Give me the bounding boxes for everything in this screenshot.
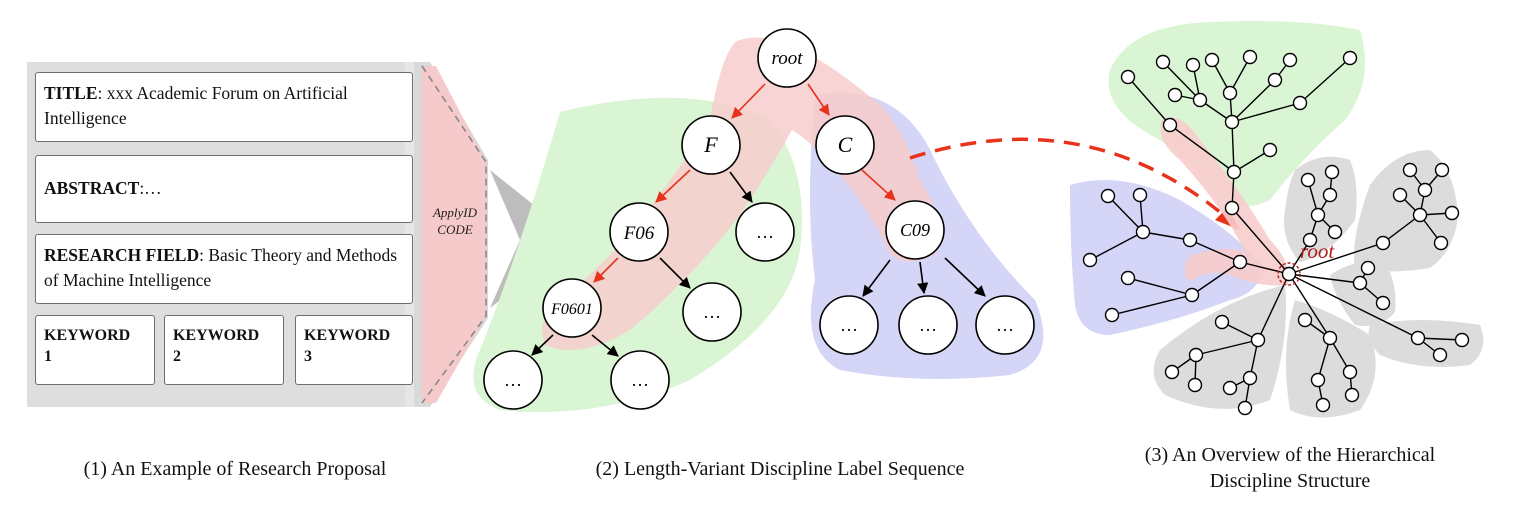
code-label: ApplyID CODE <box>424 205 486 239</box>
label-f: F <box>703 132 718 157</box>
abstract-value: :… <box>139 178 162 198</box>
label-c09-dots-right: … <box>996 315 1014 335</box>
label-f0601: F0601 <box>550 301 593 318</box>
red-highlight-hierarchy <box>1160 117 1289 286</box>
title-value: : xxx Academic Forum on Artificial Intel… <box>44 83 348 129</box>
caption-panel-3: (3) An Overview of the Hierarchical Disc… <box>1080 442 1500 494</box>
label-c09: C09 <box>900 220 930 240</box>
keyword-box-2: KEYWORD 2 <box>164 315 284 385</box>
research-field-value: : Basic Theory and Methods of Machine In… <box>44 245 398 291</box>
node-root <box>757 28 817 88</box>
label-f0601-dots-left: … <box>504 370 522 390</box>
edge-f-dots <box>729 171 753 203</box>
abstract-box: ABSTRACT:… <box>35 155 413 223</box>
edge-f-f06 <box>655 169 691 203</box>
hierarchy-root-label: root <box>1300 239 1335 263</box>
edge-c09-dots-left <box>862 259 891 297</box>
keyword-2-word: KEYWORD <box>173 327 260 344</box>
node-f-dots <box>735 202 795 262</box>
label-f06-dots: … <box>703 302 721 322</box>
gray-region-right-mid <box>1330 261 1396 327</box>
node-f0601-dots-left <box>483 350 543 410</box>
node-c09-dots-left <box>819 295 879 355</box>
code-funnel-red <box>422 66 486 403</box>
title-label: TITLE <box>44 83 98 103</box>
edge-c09-dots-right <box>944 257 986 297</box>
keyword-box-1: KEYWORD 1 <box>35 315 155 385</box>
label-f06: F06 <box>623 223 655 244</box>
title-box: TITLE: xxx Academic Forum on Artificial … <box>35 72 413 142</box>
code-label-line2: CODE <box>437 221 473 237</box>
hierarchy-root-halo <box>1277 262 1301 286</box>
code-funnel-dash <box>421 65 487 404</box>
label-root: root <box>772 48 804 69</box>
edge-f0601-dots-left <box>531 334 554 356</box>
keyword-3-num: 3 <box>304 347 312 365</box>
research-field-box: RESEARCH FIELD: Basic Theory and Methods… <box>35 234 413 304</box>
node-c09-dots-mid <box>898 295 958 355</box>
dashed-red-arrow <box>909 137 1234 224</box>
node-c09 <box>885 200 945 260</box>
label-c: C <box>838 132 853 157</box>
research-field-label: RESEARCH FIELD <box>44 245 200 265</box>
label-c09-dots-left: … <box>840 315 858 335</box>
hierarchy-root-node <box>1281 266 1297 282</box>
edge-f06-f0601 <box>593 257 619 283</box>
keyword-box-3: KEYWORD 3 <box>295 315 413 385</box>
edge-f0601-dots-right <box>591 334 619 357</box>
blue-region-hierarchy <box>1070 180 1265 335</box>
keyword-3-word: KEYWORD <box>304 327 391 344</box>
label-f-dots: … <box>756 222 774 242</box>
keyword-1-num: 1 <box>44 347 52 365</box>
node-f06-dots <box>682 282 742 342</box>
caption-panel-3-line1: (3) An Overview of the Hierarchical <box>1144 444 1436 466</box>
abstract-label: ABSTRACT <box>44 178 140 198</box>
hierarchy-nodes <box>1082 49 1470 416</box>
label-tree-diagram: root F C F06 … C09 F0601 … … … … … … <box>473 28 1240 413</box>
hierarchy-diagram: root <box>1070 21 1484 418</box>
keyword-1-word: KEYWORD <box>44 327 131 344</box>
proposal-panel: TITLE: xxx Academic Forum on Artificial … <box>0 0 600 420</box>
caption-panel-3-line2: Discipline Structure <box>1209 470 1371 492</box>
node-c09-dots-right <box>975 295 1035 355</box>
node-f06 <box>609 202 669 262</box>
label-c09-dots-mid: … <box>919 315 937 335</box>
caption-panel-1: (1) An Example of Research Proposal <box>83 458 387 480</box>
node-f0601 <box>542 278 602 338</box>
edge-root-c <box>807 83 830 116</box>
caption-panel-2: (2) Length-Variant Discipline Label Sequ… <box>595 458 965 480</box>
edge-c-c09 <box>861 169 896 201</box>
edge-c09-dots-mid <box>917 261 929 295</box>
node-f0601-dots-right <box>610 350 670 410</box>
edge-root-f <box>731 83 766 119</box>
green-region-hierarchy <box>1108 21 1365 207</box>
node-c <box>815 115 875 175</box>
edge-f06-dots <box>659 257 691 289</box>
label-f0601-dots-right: … <box>631 370 649 390</box>
code-label-line1: ApplyID <box>432 205 478 220</box>
node-f <box>681 115 741 175</box>
keyword-2-num: 2 <box>173 347 181 365</box>
